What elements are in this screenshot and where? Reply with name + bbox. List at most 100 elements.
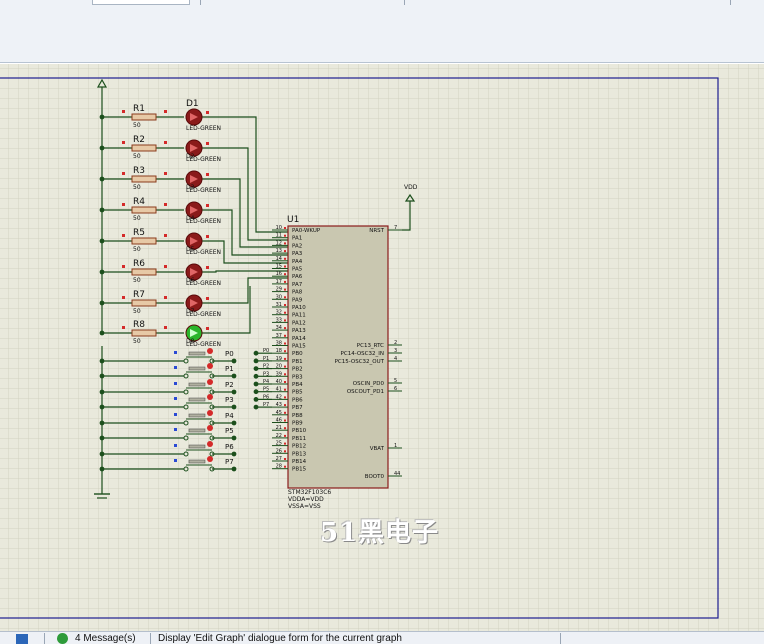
pin-number: 14 <box>276 256 282 262</box>
pin-name: PB10 <box>292 428 307 434</box>
pin-marker <box>284 404 286 407</box>
pin-marker <box>284 311 286 314</box>
pin-marker <box>164 296 167 299</box>
led-part: LED-GREEN <box>186 218 221 225</box>
switch-indicator <box>207 379 213 385</box>
pin-marker <box>284 427 286 430</box>
resistor-ref: R7 <box>133 290 145 300</box>
pin-marker <box>174 382 177 385</box>
pin-marker <box>174 366 177 369</box>
switch-indicator <box>207 425 213 431</box>
resistor-ref: R6 <box>133 259 145 269</box>
pin-marker <box>174 428 177 431</box>
pin-number: 28 <box>276 464 282 470</box>
pin-number: 15 <box>276 264 282 270</box>
pin-number: 11 <box>276 233 282 239</box>
pin-number: 33 <box>276 317 282 323</box>
net-label: P4 <box>263 379 269 385</box>
resistor-body <box>131 206 157 214</box>
net-label: P7 <box>263 402 269 408</box>
button-label: P7 <box>225 458 234 466</box>
junction-dot <box>253 350 259 356</box>
mcu-power-note: VDDA=VDD <box>288 496 324 503</box>
pin-marker <box>206 204 209 207</box>
pin-marker <box>284 396 286 399</box>
led-to-mcu-wire <box>202 270 288 273</box>
junction-dot <box>253 397 259 402</box>
led-to-mcu-wire <box>202 209 288 256</box>
resistor-body <box>131 299 157 307</box>
message-icon <box>57 633 68 644</box>
junction-dot <box>253 358 259 364</box>
junction-dot <box>231 466 237 472</box>
pin-number: 19 <box>276 356 282 362</box>
pin-marker <box>122 110 125 113</box>
pin-number: 31 <box>276 302 282 308</box>
switch-indicator <box>207 441 213 447</box>
pin-name: VBAT <box>370 446 385 452</box>
net-label: P5 <box>263 387 269 393</box>
led-part: LED-GREEN <box>186 249 221 256</box>
resistor-value: 50 <box>133 338 141 345</box>
pin-marker <box>284 357 286 360</box>
led-arrow-icon <box>190 113 198 121</box>
pin-number: 2 <box>394 340 397 346</box>
mcu-part: STM32F103C6 <box>288 489 331 496</box>
pin-name: PA6 <box>292 274 303 280</box>
pin-name: PA5 <box>292 267 303 273</box>
pin-marker <box>122 265 125 268</box>
pin-marker <box>206 235 209 238</box>
led-part: LED-GREEN <box>186 280 221 287</box>
pin-name: PA12 <box>292 320 306 326</box>
pin-name: PB12 <box>292 444 306 450</box>
pin-name: PB6 <box>292 397 303 403</box>
pin-number: 26 <box>276 448 282 454</box>
pin-marker <box>284 234 286 237</box>
pin-number: 38 <box>276 341 282 347</box>
led-part: LED-GREEN <box>186 125 221 132</box>
resistor-body <box>131 144 157 152</box>
pin-name: PB14 <box>292 459 307 465</box>
switch-button-icon <box>188 351 206 356</box>
pin-name: PB9 <box>292 421 303 427</box>
pin-number: 41 <box>276 387 282 393</box>
message-count[interactable]: 4 Message(s) <box>75 633 136 644</box>
pin-number: 39 <box>276 371 282 377</box>
switch-contact <box>183 466 189 472</box>
junction-dot <box>253 404 259 410</box>
button-label: P3 <box>225 396 234 404</box>
vdd-label: VDD <box>404 184 418 191</box>
pin-number: 40 <box>276 379 282 385</box>
resistor-value: 50 <box>133 308 141 315</box>
switch-contact <box>209 358 215 364</box>
switch-button-icon <box>188 428 206 433</box>
pin-marker <box>174 351 177 354</box>
pin-name: PB15 <box>292 467 307 473</box>
switch-contact <box>209 389 215 395</box>
power-terminal-icon <box>96 78 108 88</box>
pin-marker <box>206 142 209 145</box>
pin-name: OSCIN_PD0 <box>353 381 385 387</box>
resistor-value: 50 <box>133 215 141 222</box>
pin-number: 46 <box>276 418 282 424</box>
junction-dot <box>253 381 259 387</box>
resistor-value: 50 <box>133 122 141 129</box>
pin-marker <box>284 450 286 453</box>
junction-dot <box>231 358 237 364</box>
pin-marker <box>284 280 286 283</box>
switch-button-icon <box>188 459 206 464</box>
pin-number: 37 <box>276 333 282 339</box>
status-root-icon[interactable] <box>16 634 28 644</box>
pin-marker <box>284 381 286 383</box>
led-to-mcu-wire <box>202 178 288 248</box>
toolbar-combo-box[interactable] <box>92 0 190 5</box>
vdd-wire <box>402 201 411 231</box>
pin-name: PA14 <box>292 336 306 342</box>
pin-number: 13 <box>276 248 282 254</box>
pin-marker <box>284 373 286 376</box>
pin-name: PA7 <box>292 282 303 288</box>
status-hint: Display 'Edit Graph' dialogue form for t… <box>158 633 402 644</box>
pin-name: PA11 <box>292 313 306 319</box>
junction-dot <box>253 366 259 371</box>
